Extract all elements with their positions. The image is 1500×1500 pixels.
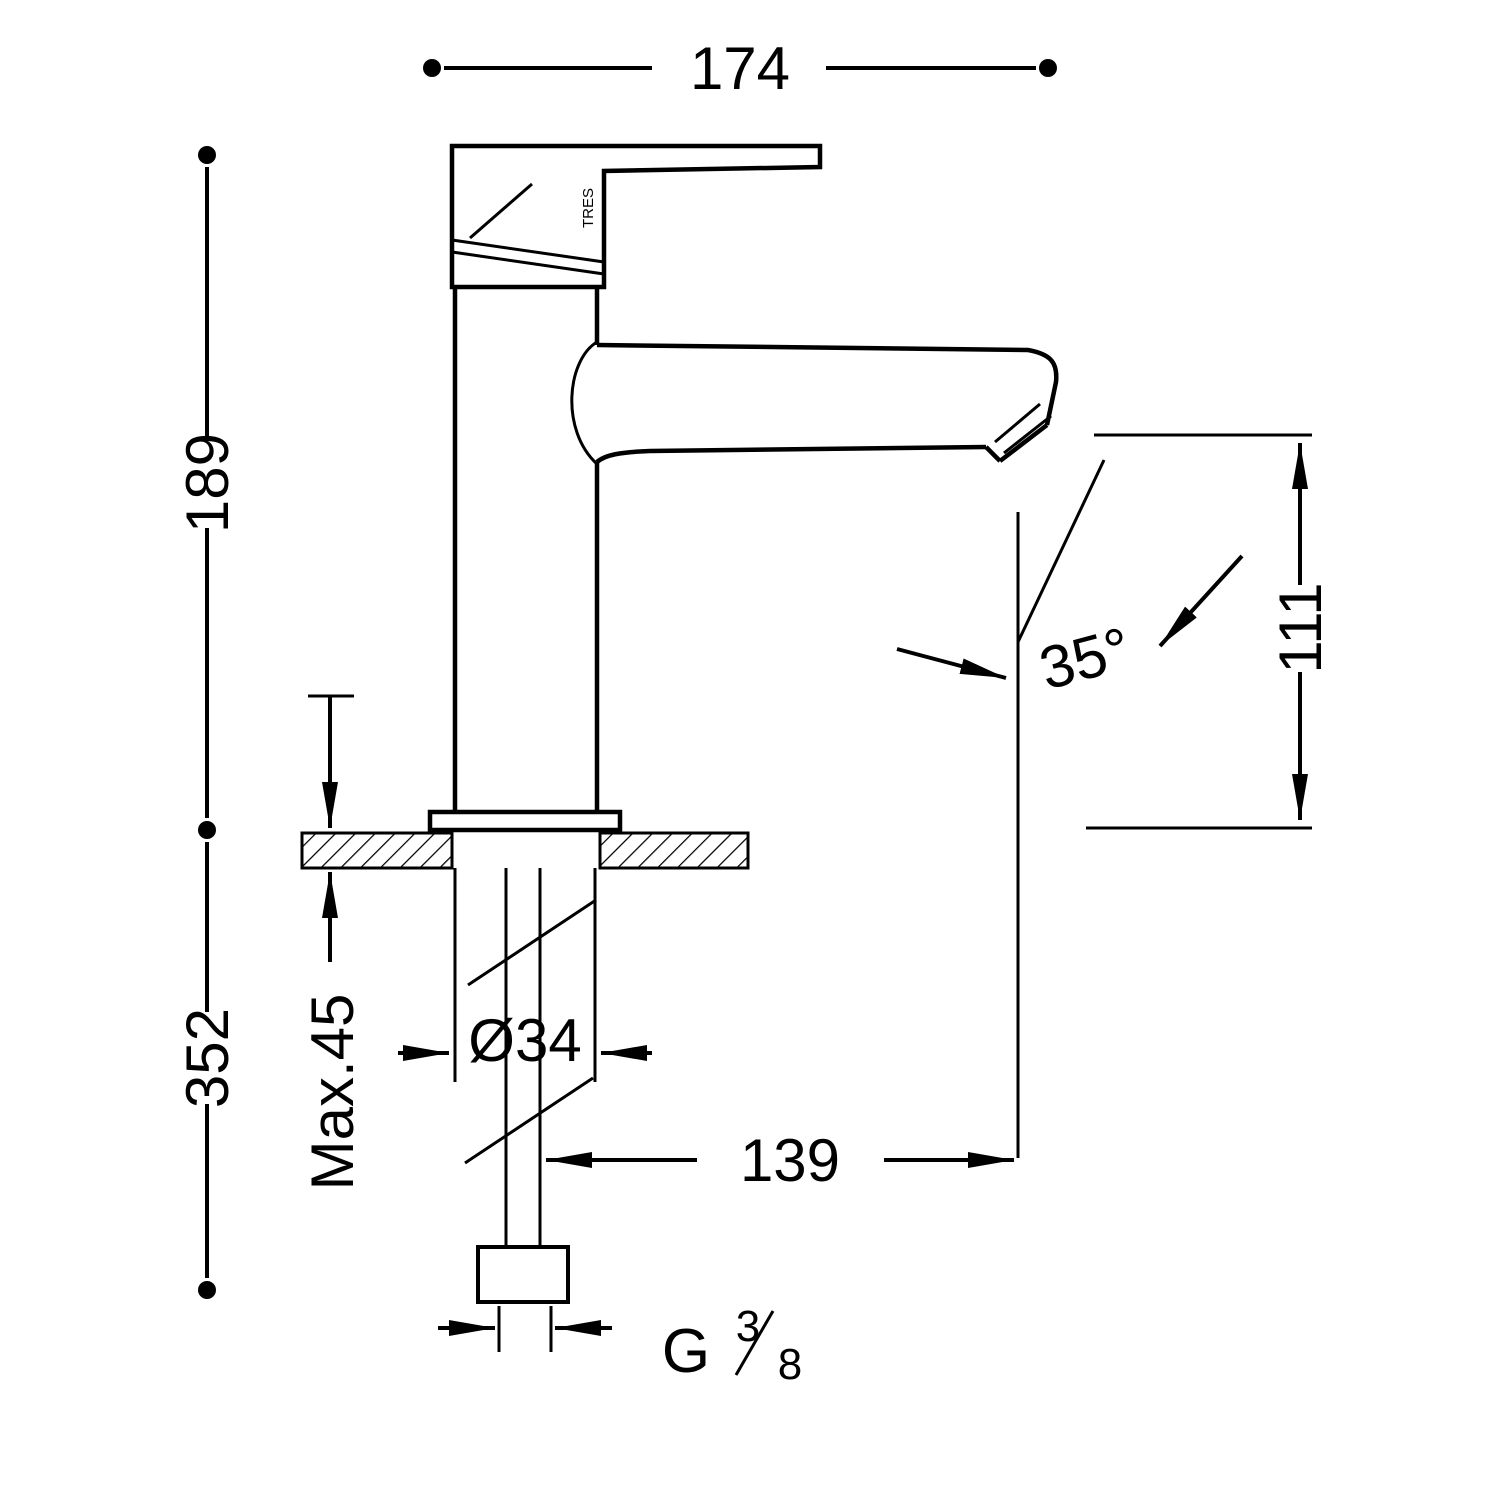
dim-thread-g38: G 3 8	[438, 1302, 802, 1389]
faucet-drawing: TRES	[427, 143, 1059, 833]
dim-width-174: 174	[423, 35, 1057, 102]
thread-denominator: 8	[778, 1340, 802, 1389]
countertop-section	[300, 831, 750, 870]
dim-outlet-height-111: 111	[1086, 433, 1334, 830]
dim-label-174: 174	[690, 35, 790, 102]
fraction-slash	[734, 1310, 775, 1376]
break-slash	[464, 1076, 594, 1165]
spray-axis-angled	[1016, 459, 1106, 643]
dim-label-35deg: 35°	[1033, 614, 1138, 702]
hose-nut	[476, 1245, 570, 1304]
dim-max-thickness-45: Max.45	[299, 694, 366, 1191]
dim-label-139: 139	[740, 1127, 840, 1194]
deck-hatch-left	[300, 831, 454, 870]
dim-label-max45: Max.45	[299, 994, 366, 1191]
dim-reach-139: 139	[546, 1127, 1014, 1194]
dim-label-111: 111	[1267, 582, 1334, 673]
aerator-line	[994, 402, 1041, 444]
thread-numerator: 3	[736, 1302, 760, 1351]
aerator-line	[1003, 414, 1052, 455]
dim-depth-352: 352	[174, 842, 241, 1299]
thread-letter: G	[662, 1317, 710, 1386]
dim-label-189: 189	[174, 433, 241, 533]
base-flange	[427, 809, 623, 833]
dim-angle-35: 35°	[896, 459, 1244, 1158]
dim-diameter-34: Ø34	[398, 1007, 652, 1074]
body-column	[452, 287, 600, 812]
dim-height-189: 189	[174, 146, 241, 839]
spout	[570, 340, 1059, 466]
dim-label-352: 352	[174, 1008, 241, 1108]
angle-leader-lower	[896, 647, 1007, 680]
brand-logo: TRES	[580, 188, 597, 228]
lever-handle: TRES	[449, 143, 823, 290]
spout-junction-curve	[570, 340, 599, 466]
angle-leader-upper	[1158, 554, 1244, 648]
deck-hatch-right	[598, 831, 750, 870]
dim-label-d34: Ø34	[468, 1007, 581, 1074]
break-slash	[467, 898, 597, 987]
supply-shank	[453, 868, 597, 1352]
